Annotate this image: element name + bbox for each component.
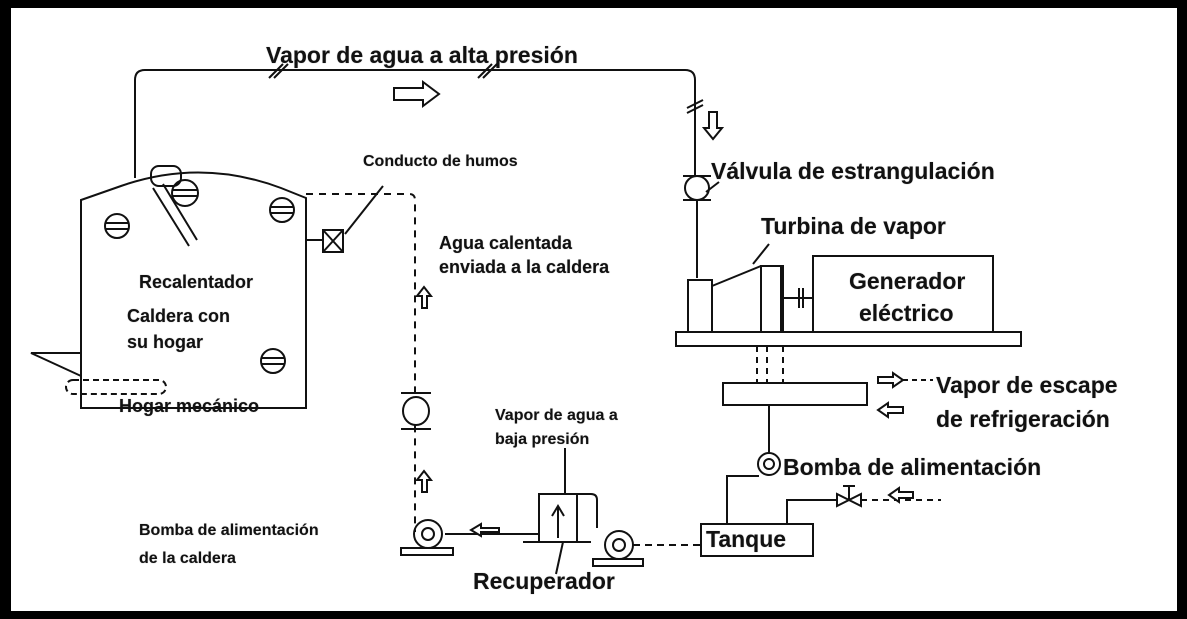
recuperator-pointer <box>555 541 564 575</box>
steam-plant-schematic <box>30 63 1022 575</box>
pump-base <box>400 547 454 556</box>
boiler-drum-1 <box>171 179 199 207</box>
turbine-inlet-block <box>687 279 713 333</box>
pump-core <box>763 458 775 470</box>
label-boiler-feed-pump-1: Bomba de alimentación <box>139 522 319 539</box>
pump-core <box>612 538 626 552</box>
flow-arrow-down <box>701 111 725 141</box>
transfer-pump <box>604 530 634 560</box>
turbine-casing <box>760 265 784 333</box>
throttle-pointer <box>705 181 720 193</box>
label-flue-duct: Conducto de humos <box>363 153 518 170</box>
label-reheater: Recalentador <box>139 272 254 292</box>
pump-base <box>592 558 644 567</box>
boiler-drum-2 <box>104 213 130 239</box>
boiler-shell <box>80 171 307 409</box>
boiler-drum-4 <box>260 348 286 374</box>
reheater-cap <box>150 165 182 187</box>
boiler-drum-3 <box>269 197 295 223</box>
label-high-pressure-steam: Vapor de agua a alta presión <box>266 42 578 68</box>
diagram-sheet: Vapor de agua a alta presión Conducto de… <box>11 8 1177 611</box>
label-generator-1: Generador <box>849 268 966 294</box>
feed-pump-line <box>726 475 759 524</box>
water-line-valve <box>402 396 430 426</box>
recuperator-outlet-pipe <box>577 493 598 528</box>
flow-arrow-up <box>414 469 434 493</box>
feed-pump <box>757 452 781 476</box>
label-low-pressure-2: baja presión <box>495 431 590 448</box>
pump-core <box>421 527 435 541</box>
flow-arrow-right <box>393 80 441 108</box>
condenser <box>722 382 868 406</box>
label-heated-water-2: enviada a la caldera <box>439 257 610 277</box>
label-generator-2: eléctrico <box>859 300 954 326</box>
label-boiler-feed-pump-2: de la caldera <box>139 550 236 567</box>
recuperator-arrowhead <box>551 504 565 517</box>
throttle-valve <box>684 175 710 201</box>
label-low-pressure-1: Vapor de agua a <box>495 407 618 424</box>
flow-arrow-up <box>414 285 434 309</box>
pipe-break-mark <box>686 99 704 109</box>
flow-arrow-left <box>469 522 500 538</box>
pipe-break-mark <box>268 63 284 79</box>
damper-x <box>322 229 344 253</box>
high-pressure-steam-pipe <box>134 69 696 178</box>
flue-damper <box>322 229 344 253</box>
label-tank: Tanque <box>706 526 787 552</box>
turbine-pointer <box>752 243 770 265</box>
fuel-hopper <box>30 352 82 378</box>
label-steam-turbine: Turbina de vapor <box>761 213 946 239</box>
label-boiler-1: Caldera con <box>127 306 231 326</box>
label-heated-water-1: Agua calentada <box>439 233 573 253</box>
label-recuperator: Recuperador <box>473 568 615 594</box>
label-exhaust-2: de refrigeración <box>936 406 1110 432</box>
heated-water-line <box>306 193 416 532</box>
label-boiler-2: su hogar <box>127 332 204 352</box>
exhaust-arrow-left <box>876 401 904 419</box>
tank-make-up-line <box>786 499 837 524</box>
pipe-break-mark <box>477 63 493 79</box>
make-up-valve <box>836 492 862 508</box>
exhaust-arrow-right <box>877 371 905 389</box>
label-mechanical-furnace: Hogar mecánico <box>119 396 260 416</box>
label-feed-pump: Bomba de alimentación <box>783 454 1042 480</box>
turbine-base <box>675 331 1022 347</box>
mechanical-furnace-grate <box>65 379 167 395</box>
label-throttle-valve: Válvula de estrangulación <box>711 158 995 184</box>
boiler-feed-pump <box>413 519 443 549</box>
steam-turbine <box>711 265 782 333</box>
reheater-tube <box>152 183 198 247</box>
pipe-break-mark <box>273 63 289 79</box>
label-exhaust-1: Vapor de escape <box>936 372 1118 398</box>
pipe-break-mark <box>482 63 498 79</box>
pipe-break-mark <box>686 104 704 114</box>
tank <box>700 523 814 557</box>
make-up-arrow <box>887 486 914 504</box>
